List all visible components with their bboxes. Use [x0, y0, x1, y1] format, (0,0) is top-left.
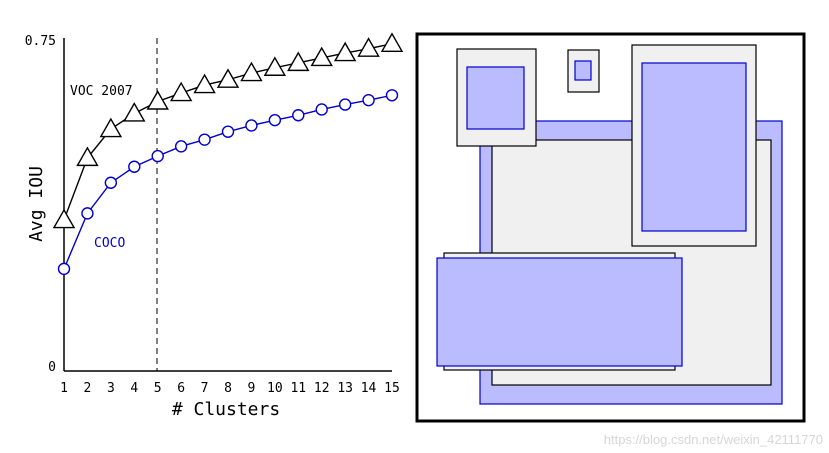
data-point-circle: [128, 160, 141, 173]
data-point-triangle: [146, 90, 169, 110]
data-point-triangle: [52, 208, 76, 229]
x-tick-label: 2: [84, 381, 92, 396]
x-tick-label: 10: [267, 381, 283, 396]
x-tick-label: 12: [314, 381, 330, 396]
data-point-circle: [385, 89, 399, 102]
x-tick-label: 14: [361, 381, 377, 396]
blue-box-medium: [466, 66, 525, 130]
data-point-triangle: [287, 51, 310, 72]
x-tick-label: 5: [154, 381, 162, 396]
data-point-triangle: [216, 68, 240, 88]
x-tick-label: 9: [248, 381, 256, 396]
data-point-circle: [245, 119, 258, 132]
data-point-circle: [151, 149, 164, 163]
data-point-triangle: [76, 146, 99, 167]
y-axis-title: Avg IOU: [26, 166, 47, 242]
x-tick-label: 8: [224, 381, 232, 396]
series-layer: [52, 32, 404, 276]
x-tick-label: 15: [384, 381, 400, 396]
data-point-triangle: [193, 73, 216, 94]
x-axis-title: # Clusters: [172, 399, 280, 420]
x-tick-label: 13: [337, 381, 353, 396]
x-tick-label: 7: [201, 381, 209, 396]
series-label-voc: VOC 2007: [70, 84, 133, 99]
y-tick-label: 0.75: [25, 34, 56, 49]
data-point-triangle: [123, 102, 146, 122]
x-tick-label: 11: [290, 381, 306, 396]
data-point-circle: [174, 140, 188, 153]
blue-box-tall: [641, 62, 747, 232]
data-point-circle: [57, 262, 71, 276]
series-label-coco: COCO: [94, 236, 125, 251]
x-tick-label: 6: [177, 381, 185, 396]
data-point-circle: [268, 113, 282, 127]
y-tick-label: 0: [48, 360, 56, 375]
data-point-circle: [81, 207, 94, 220]
blue-box-small: [574, 60, 592, 81]
data-point-triangle: [310, 46, 333, 67]
watermark-text: https://blog.csdn.net/weixin_42111770: [603, 432, 823, 447]
data-point-circle: [338, 98, 352, 111]
data-point-triangle: [357, 37, 380, 57]
data-point-triangle: [380, 32, 404, 52]
data-point-triangle: [99, 117, 123, 138]
data-point-circle: [198, 133, 211, 146]
data-point-triangle: [333, 41, 357, 62]
data-point-circle: [292, 109, 305, 122]
x-tick-label: 1: [60, 381, 68, 396]
cluster-box-diagram: [415, 32, 806, 423]
data-point-triangle: [169, 81, 193, 102]
data-point-triangle: [240, 61, 263, 82]
data-point-circle: [104, 176, 118, 189]
blue-box-wide: [436, 257, 683, 367]
x-tick-label: 3: [107, 381, 115, 396]
x-tick-label: 4: [130, 381, 138, 396]
data-point-circle: [315, 103, 328, 116]
data-point-triangle: [263, 56, 287, 76]
data-point-circle: [362, 93, 375, 107]
data-point-circle: [221, 125, 235, 138]
